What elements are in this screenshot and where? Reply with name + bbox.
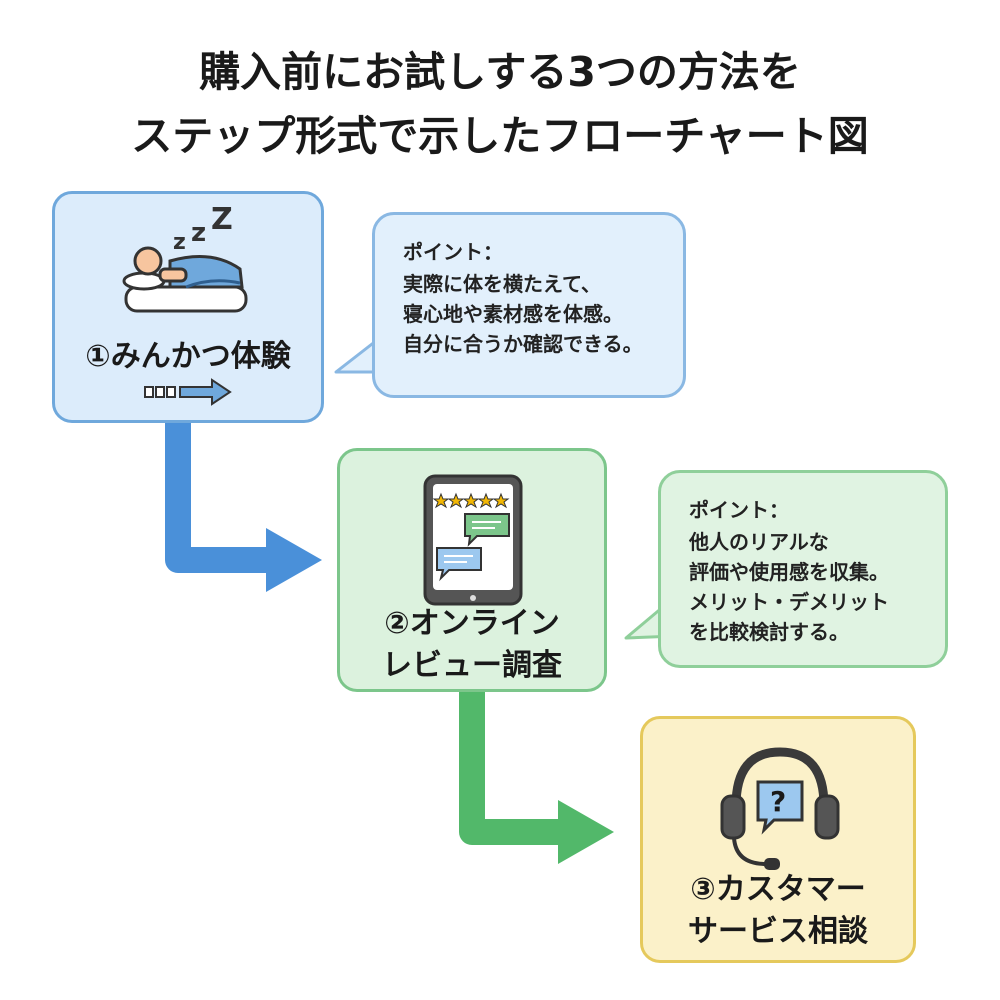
page-title: 購入前にお試しする3つの方法を ステップ形式で示したフローチャート図	[0, 40, 1000, 168]
step-1-label-line-1: ①みんかつ体験	[85, 339, 291, 374]
point-2-heading: ポイント：	[689, 498, 789, 522]
point-1-line-1: 実際に体を横たえて、	[403, 272, 601, 296]
step-3-label: ③カスタマー サービス相談	[643, 869, 913, 953]
arrow-step2-to-step3	[459, 692, 614, 864]
arrow-step1-to-step2	[165, 423, 322, 592]
title-line-1: 購入前にお試しする3つの方法を	[199, 48, 801, 96]
sleep-z-small: z	[173, 230, 186, 255]
title-line-2: ステップ形式で示したフローチャート図	[131, 112, 869, 160]
point-2-line-1: 他人のリアルな	[689, 530, 829, 554]
point-2-line-3: メリット・デメリット	[689, 590, 889, 614]
tablet-review-icon	[423, 474, 523, 606]
step-2-box: ②オンライン レビュー調査	[337, 448, 607, 692]
sleeping-person-icon	[122, 246, 248, 406]
step-1-box: z z Z ①みんかつ体験	[52, 191, 324, 423]
point-2-line-2: 評価や使用感を収集。	[689, 560, 889, 584]
headset-support-icon	[720, 747, 840, 870]
step-3-box: ? ③カスタマー サービス相談	[640, 716, 916, 963]
step-3-label-line-2: サービス相談	[688, 914, 868, 949]
question-mark-icon: ?	[770, 785, 787, 818]
step-2-label-line-2: レビュー調査	[382, 648, 562, 683]
point-1-heading: ポイント：	[403, 240, 503, 264]
point-1-line-2: 寝心地や素材感を体感。	[403, 302, 623, 326]
point-bubble-1: ポイント： 実際に体を横たえて、 寝心地や素材感を体感。 自分に合うか確認できる…	[372, 212, 686, 398]
point-1-line-3: 自分に合うか確認できる。	[403, 332, 643, 356]
step-2-label-line-1: ②オンライン	[384, 606, 560, 641]
point-bubble-2: ポイント： 他人のリアルな 評価や使用感を収集。 メリット・デメリット を比較検…	[658, 470, 948, 668]
step-2-label: ②オンライン レビュー調査	[340, 603, 604, 687]
step-1-label: ①みんかつ体験	[55, 336, 321, 378]
point-2-line-4: を比較検討する。	[689, 620, 849, 644]
sleep-z-large: Z	[211, 202, 233, 237]
step-3-label-line-1: ③カスタマー	[690, 872, 866, 907]
sleep-z-medium: z	[191, 218, 207, 248]
